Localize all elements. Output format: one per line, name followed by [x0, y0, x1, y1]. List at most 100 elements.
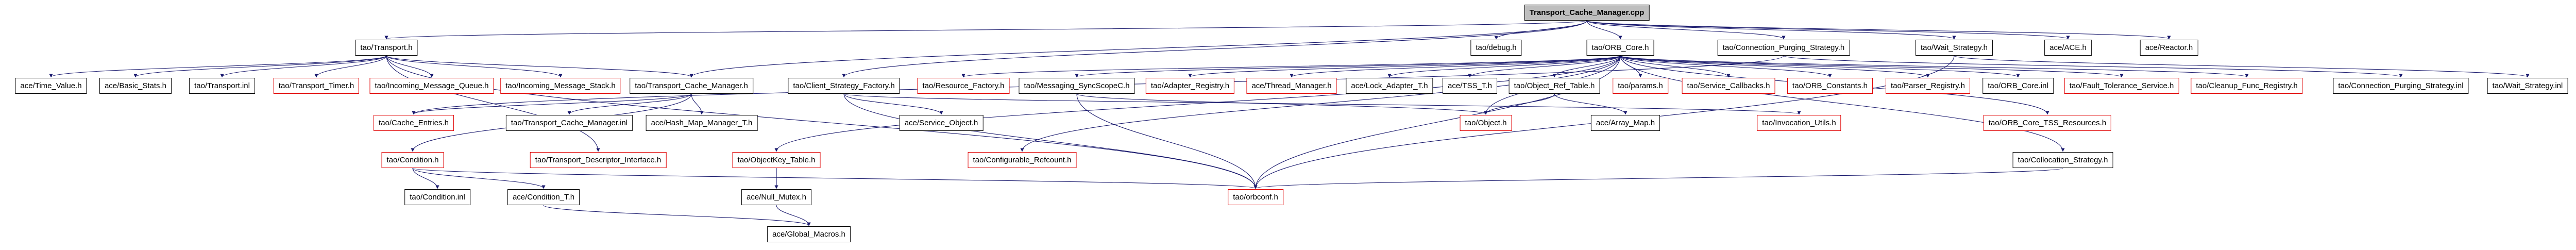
node-ace-ace-h[interactable]: ace/ACE.h [2044, 40, 2092, 56]
node-tao-cleanup-func-registry-h[interactable]: tao/Cleanup_Func_Registry.h [2191, 78, 2303, 94]
include-edge-transport_h-to-transport_inl [220, 55, 387, 78]
node-transport-cache-manager-cpp: Transport_Cache_Manager.cpp [1524, 5, 1650, 21]
include-edge-condition_h-to-orbconf [412, 168, 1258, 189]
include-edge-orb_core_h-to-resource_factory [961, 55, 1621, 78]
node-tao-wait-strategy-inl[interactable]: tao/Wait_Strategy.inl [2487, 78, 2568, 94]
include-edge-cpp-to-client_strategy_factory_h [842, 20, 1587, 78]
node-tao-params-h[interactable]: tao/params.h [1613, 78, 1668, 94]
include-edge-orb_core_h-to-service_callbacks [1620, 55, 1731, 78]
include-edge-transport_h-to-basic_stats [133, 55, 387, 78]
include-edge-conn_purging_h-to-conn_purging_inl [1783, 55, 2403, 78]
include-edge-collocation_strategy-to-orbconf [1253, 168, 2063, 189]
include-edge-tcm_h-to-cache_entries [412, 93, 692, 115]
include-edge-orb_core_h-to-orb_constants [1620, 55, 1832, 78]
node-tao-resource-factory-h[interactable]: tao/Resource_Factory.h [917, 78, 1010, 94]
include-edge-client_strategy_factory_h-to-orbconf [843, 93, 1258, 189]
include-edge-transport_h-to-inc_msg_stack [386, 55, 563, 78]
node-tao-object-ref-table-h[interactable]: tao/Object_Ref_Table.h [1509, 78, 1600, 94]
include-edge-null_mutex-to-global_macros [776, 205, 811, 226]
node-tao-incoming-message-stack-h[interactable]: tao/Incoming_Message_Stack.h [500, 78, 621, 94]
include-edge-transport_h-to-inc_msg_queue [386, 55, 434, 78]
node-tao-connection-purging-strategy-inl[interactable]: tao/Connection_Purging_Strategy.inl [2333, 78, 2469, 94]
include-edge-transport_h-to-time_value [49, 55, 387, 78]
include-edge-object_ref_table-to-array_map [1554, 93, 1628, 115]
node-ace-basic-stats-h[interactable]: ace/Basic_Stats.h [99, 78, 172, 94]
include-edge-transport_h-to-tdi_h [386, 55, 600, 152]
include-edge-orb_core_h-to-object_ref_table [1552, 55, 1621, 78]
node-ace-thread-manager-h[interactable]: ace/Thread_Manager.h [1246, 78, 1337, 94]
node-tao-transport-cache-manager-h[interactable]: tao/Transport_Cache_Manager.h [630, 78, 753, 94]
node-ace-condition-t-h[interactable]: ace/Condition_T.h [507, 189, 580, 205]
include-edge-cpp-to-wait_strategy_h [1586, 20, 1956, 40]
node-tao-transport-descriptor-interface-h[interactable]: tao/Transport_Descriptor_Interface.h [530, 152, 667, 168]
node-tao-condition-inl[interactable]: tao/Condition.inl [404, 189, 470, 205]
node-tao-condition-h[interactable]: tao/Condition.h [381, 152, 444, 168]
node-tao-orbconf-h[interactable]: tao/orbconf.h [1228, 189, 1283, 205]
node-tao-messaging-syncscopec-h[interactable]: tao/Messaging_SyncScopeC.h [1019, 78, 1135, 94]
node-ace-array-map-h[interactable]: ace/Array_Map.h [1590, 115, 1660, 131]
node-tao-object-h[interactable]: tao/Object.h [1460, 115, 1512, 131]
include-edge-orb_core_h-to-orbconf [1253, 55, 1621, 189]
include-edge-orb_core_h-to-adapter_registry [1188, 55, 1621, 78]
include-edge-ace_condition_t-to-global_macros [543, 205, 811, 226]
include-edge-orb_core_h-to-messaging_syncscope [1075, 55, 1621, 78]
include-edge-tcm_h-to-tcm_inl [567, 93, 692, 115]
node-tao-orb-core-tss-resources-h[interactable]: tao/ORB_Core_TSS_Resources.h [1983, 115, 2112, 131]
include-edge-cpp-to-transport_h [385, 20, 1587, 40]
include-edge-orb_core_h-to-orb_core_inl [1620, 55, 2020, 78]
include-edge-orb_core_h-to-objectkey_table [774, 55, 1621, 152]
include-edge-client_strategy_factory_h-to-service_object [843, 93, 943, 115]
include-edge-orb_core_h-to-configurable_refcount [1020, 55, 1621, 152]
include-edge-object_ref_table-to-tao_object [1484, 93, 1555, 115]
include-edge-messaging_syncscope-to-tao_object [1076, 93, 1488, 115]
node-ace-null-mutex-h[interactable]: ace/Null_Mutex.h [741, 189, 811, 205]
node-tao-transport-timer-h[interactable]: tao/Transport_Timer.h [273, 78, 360, 94]
node-tao-service-callbacks-h[interactable]: tao/Service_Callbacks.h [1682, 78, 1775, 94]
node-tao-orb-core-h[interactable]: tao/ORB_Core.h [1586, 40, 1654, 56]
include-edge-tcm_h-to-hash_map_manager [691, 93, 704, 115]
include-edge-messaging_syncscope-to-orbconf [1076, 93, 1258, 189]
node-tao-parser-registry-h[interactable]: tao/Parser_Registry.h [1886, 78, 1970, 94]
node-ace-time-value-h[interactable]: ace/Time_Value.h [15, 78, 87, 94]
node-ace-reactor-h[interactable]: ace/Reactor.h [2140, 40, 2198, 56]
include-edge-cpp-to-tcm_h [689, 20, 1587, 78]
node-tao-incoming-message-queue-h[interactable]: tao/Incoming_Message_Queue.h [369, 78, 494, 94]
node-tao-debug-h[interactable]: tao/debug.h [1470, 40, 1522, 56]
include-edge-orb_core_h-to-thread_manager [1290, 55, 1621, 78]
node-tao-orb-constants-h[interactable]: tao/ORB_Constants.h [1787, 78, 1873, 94]
include-edge-condition_h-to-ace_condition_t [412, 168, 546, 189]
include-edge-orb_core_h-to-fault_tolerance [1620, 55, 2124, 78]
node-ace-hash-map-manager-t-h[interactable]: ace/Hash_Map_Manager_T.h [646, 115, 758, 131]
node-tao-transport-h[interactable]: tao/Transport.h [355, 40, 418, 56]
include-edge-orb_core_h-to-collocation_strategy [1620, 55, 2065, 152]
node-tao-connection-purging-strategy-h[interactable]: tao/Connection_Purging_Strategy.h [1717, 40, 1850, 56]
node-tao-cache-entries-h[interactable]: tao/Cache_Entries.h [374, 115, 454, 131]
node-tao-client-strategy-factory-h[interactable]: tao/Client_Strategy_Factory.h [788, 78, 900, 94]
node-tao-fault-tolerance-service-h[interactable]: tao/Fault_Tolerance_Service.h [2064, 78, 2179, 94]
node-tao-configurable-refcount-h[interactable]: tao/Configurable_Refcount.h [968, 152, 1077, 168]
node-tao-transport-inl[interactable]: tao/Transport.inl [189, 78, 255, 94]
include-edge-transport_h-to-tcm_h [386, 55, 693, 78]
node-tao-collocation-strategy-h[interactable]: tao/Collocation_Strategy.h [2012, 152, 2113, 168]
node-tao-objectkey-table-h[interactable]: tao/ObjectKey_Table.h [732, 152, 821, 168]
include-edge-client_strategy_factory_h-to-invocation_utils [843, 93, 1801, 115]
node-ace-service-object-h[interactable]: ace/Service_Object.h [899, 115, 984, 131]
node-ace-global-macros-h[interactable]: ace/Global_Macros.h [767, 226, 851, 242]
node-tao-transport-cache-manager-inl[interactable]: tao/Transport_Cache_Manager.inl [505, 115, 633, 131]
include-edge-orb_core_h-to-cleanup_func [1620, 55, 2249, 78]
node-ace-tss-t-h[interactable]: ace/TSS_T.h [1443, 78, 1497, 94]
include-edge-cpp-to-orb_core_h [1586, 20, 1622, 40]
node-tao-adapter-registry-h[interactable]: tao/Adapter_Registry.h [1145, 78, 1235, 94]
include-edge-orb_core_h-to-lock_adapter [1387, 55, 1621, 78]
node-tao-invocation-utils-h[interactable]: tao/Invocation_Utils.h [1757, 115, 1841, 131]
include-edge-cpp-to-ace_ace_h [1586, 20, 2070, 40]
include-edge-cpp-to-ace_reactor_h [1586, 20, 2171, 40]
include-edge-condition_h-to-condition_inl [412, 168, 439, 189]
include-edge-orb_core_h-to-parser_registry [1620, 55, 1930, 78]
node-ace-lock-adapter-t-h[interactable]: ace/Lock_Adapter_T.h [1346, 78, 1433, 94]
node-tao-orb-core-inl[interactable]: tao/ORB_Core.inl [1982, 78, 2054, 94]
node-tao-wait-strategy-h[interactable]: tao/Wait_Strategy.h [1915, 40, 1993, 56]
include-edge-cpp-to-conn_purging_h [1586, 20, 1786, 40]
